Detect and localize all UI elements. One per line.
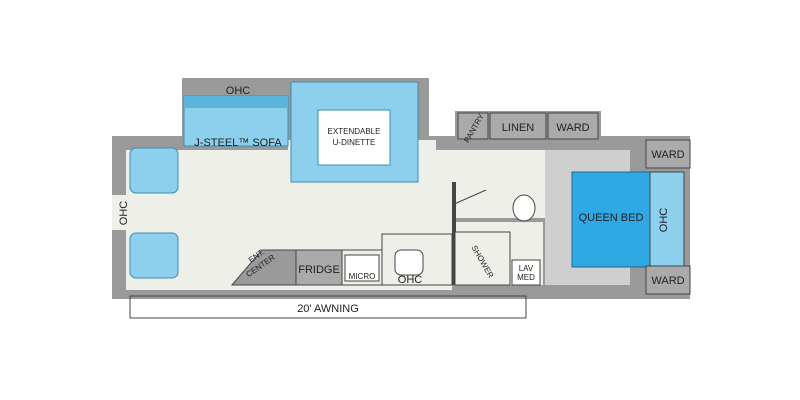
linen-label: LINEN — [502, 122, 534, 134]
ohc-top-label: OHC — [226, 85, 251, 97]
lav-label-line1: LAV — [519, 264, 534, 273]
lav — [511, 259, 541, 286]
ohc-kitchen-label: OHC — [398, 274, 423, 286]
dinette-label-line1: EXTENDABLE — [328, 127, 381, 136]
recliner-bottom — [129, 232, 179, 279]
toilet — [512, 194, 536, 222]
dinette-table — [317, 109, 391, 166]
sofa-back — [184, 96, 288, 108]
bed-ohc-label: OHC — [658, 208, 670, 233]
ward-slide-label: WARD — [556, 122, 589, 134]
linen — [489, 112, 547, 140]
ward-bottom — [645, 265, 691, 295]
sink-bowl — [394, 249, 424, 276]
awning — [129, 295, 527, 319]
recliner-top — [129, 147, 179, 194]
ward-bottom-label: WARD — [651, 275, 684, 287]
front-ohc — [112, 195, 142, 230]
pantry — [457, 112, 489, 140]
bathroom-wall — [452, 182, 456, 285]
shower — [454, 231, 511, 286]
lav-label-line2: MED — [517, 273, 535, 282]
queen-bed — [571, 171, 651, 268]
interior-floor — [126, 140, 570, 290]
ward-top — [645, 139, 691, 169]
stove — [344, 254, 380, 282]
dinette-label-line2: U-DINETTE — [333, 138, 376, 147]
queen-bed-label: QUEEN BED — [579, 212, 644, 224]
fridge — [295, 249, 343, 286]
front-ohc-label: OHC — [118, 201, 130, 226]
bath-door-swing — [451, 189, 487, 206]
ward-slide — [547, 112, 599, 140]
awning-label: 20' AWNING — [297, 303, 359, 315]
ward-top-label: WARD — [651, 149, 684, 161]
micro-label: MICRO — [349, 272, 376, 281]
sofa-label: J-STEEL™ SOFA — [194, 137, 282, 149]
fridge-label: FRIDGE — [298, 264, 340, 276]
